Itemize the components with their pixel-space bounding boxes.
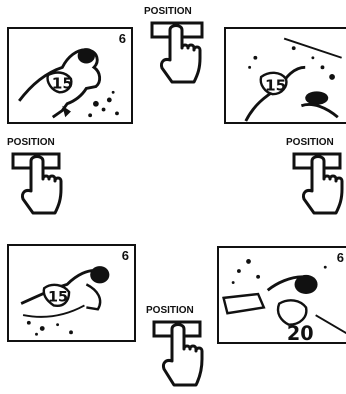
- position-label: POSITION: [144, 6, 192, 17]
- panel-top-right: 15: [224, 27, 346, 124]
- panel-top-left: 15 6: [7, 27, 133, 124]
- pointing-hand-icon: [142, 18, 212, 88]
- position-label: POSITION: [286, 137, 334, 148]
- pointing-hand-icon: [7, 149, 77, 219]
- panel-bottom-right: 20 6: [217, 246, 346, 344]
- position-button[interactable]: POSITION: [286, 137, 346, 217]
- panel-bottom-left: 15 6: [7, 244, 136, 342]
- player-illustration-icon: 20: [219, 248, 346, 342]
- pointing-hand-icon: [146, 317, 216, 391]
- position-button[interactable]: POSITION: [146, 305, 218, 390]
- position-button[interactable]: POSITION: [142, 6, 214, 86]
- svg-text:15: 15: [48, 290, 68, 306]
- position-label: POSITION: [7, 137, 55, 148]
- player-illustration-icon: 15: [226, 29, 346, 122]
- panel-number: 6: [122, 248, 129, 263]
- svg-text:15: 15: [265, 76, 286, 94]
- position-button[interactable]: POSITION: [7, 137, 79, 217]
- player-illustration-icon: 15: [9, 29, 131, 122]
- svg-text:15: 15: [52, 74, 73, 92]
- pointing-hand-icon: [286, 149, 346, 219]
- svg-text:20: 20: [287, 322, 314, 342]
- panel-number: 6: [337, 250, 344, 265]
- position-label: POSITION: [146, 305, 194, 316]
- panel-number: 6: [119, 31, 126, 46]
- player-illustration-icon: 15: [9, 246, 134, 340]
